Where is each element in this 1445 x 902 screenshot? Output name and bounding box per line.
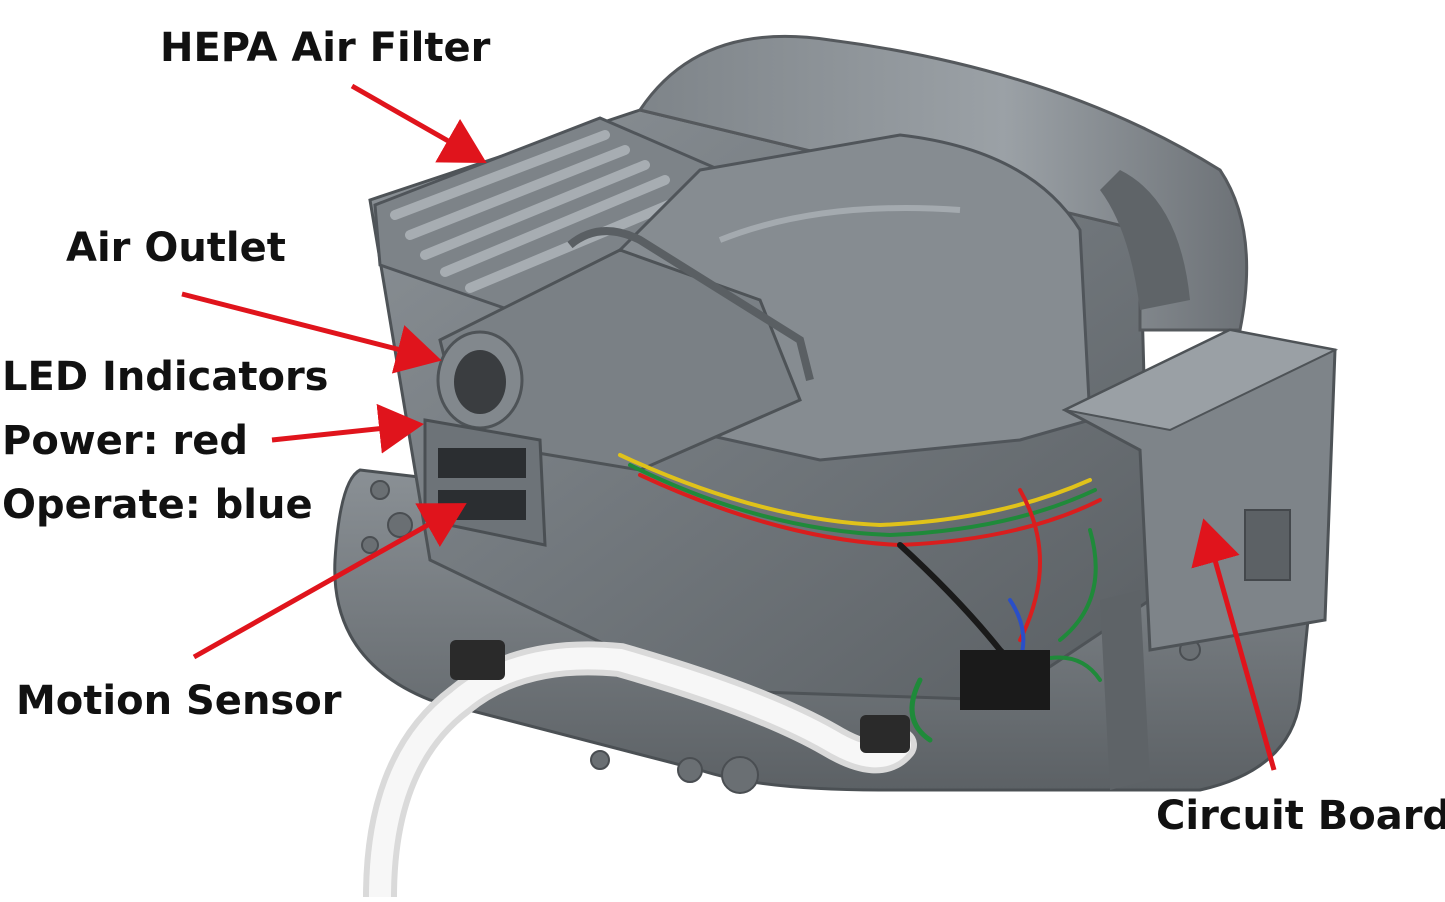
- label-operate-blue: Operate: blue: [2, 482, 313, 528]
- arrow-led: [271, 403, 424, 454]
- arrow-hepa: [350, 83, 487, 163]
- label-motion-sensor: Motion Sensor: [16, 678, 342, 724]
- arrow-motion-sensor: [192, 503, 467, 660]
- label-power-red: Power: red: [2, 418, 249, 464]
- dome-recess: [1100, 170, 1190, 310]
- cable-clamp: [450, 640, 505, 680]
- circuit-board-box: [1061, 328, 1339, 790]
- callout-arrows: [181, 83, 1277, 771]
- motor-dome: [637, 34, 1249, 332]
- air-outlet-nozzle: [436, 227, 814, 472]
- label-circuit-board: Circuit Board: [1156, 793, 1445, 839]
- label-led-indicators: LED Indicators: [2, 354, 329, 400]
- cable-clamp: [860, 715, 910, 753]
- wiring: [618, 453, 1102, 743]
- label-hepa-air-filter: HEPA Air Filter: [160, 25, 491, 71]
- arrow-air-outlet: [181, 291, 442, 374]
- arrow-circuit-board: [1191, 518, 1277, 771]
- label-air-outlet: Air Outlet: [66, 225, 286, 271]
